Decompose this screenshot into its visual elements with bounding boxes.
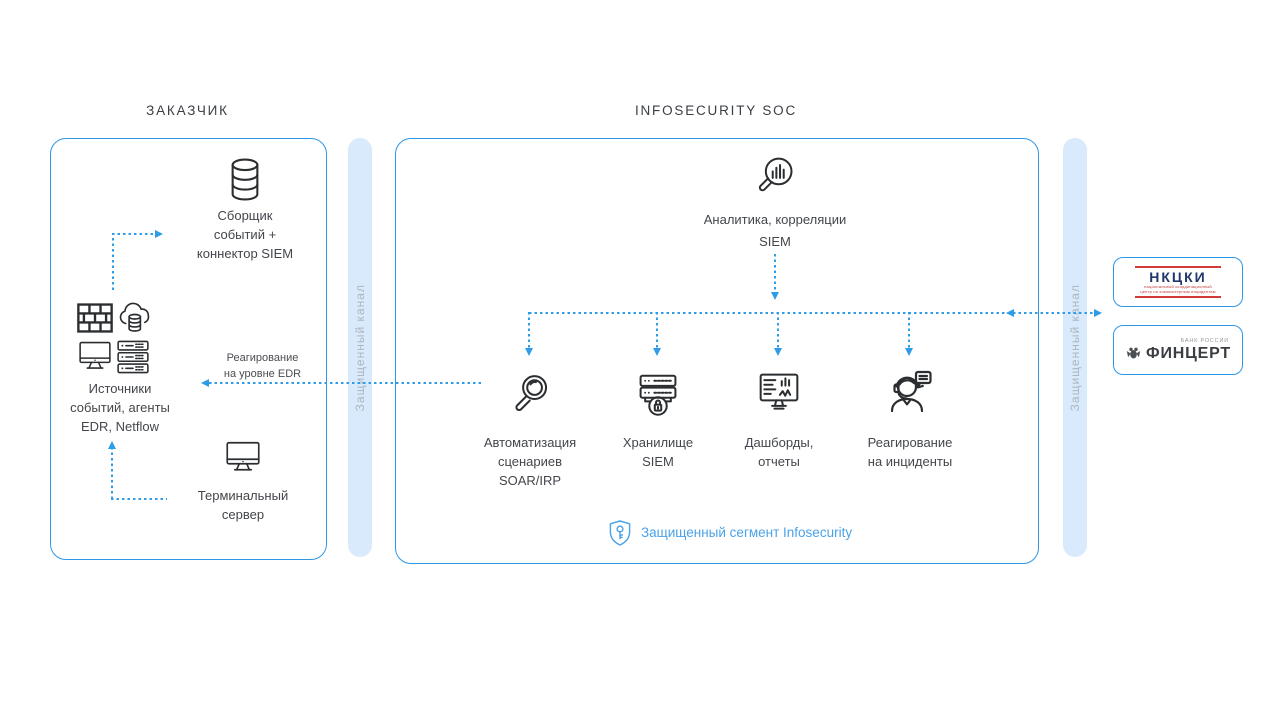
terminal-server-icon [225, 440, 261, 474]
customer-zone-title: ЗАКАЗЧИК [146, 103, 229, 118]
dashboard-monitor-icon [757, 372, 801, 414]
arrow-branch-response [908, 312, 910, 350]
analytics-label: Аналитика, корреляции SIEM [703, 212, 847, 249]
arrow-sources-to-collector-vertical [112, 238, 114, 292]
arrowhead-left [201, 378, 209, 387]
arrow-branch-storage [656, 312, 658, 350]
arrow-edr-response [209, 382, 482, 384]
support-operator-icon [886, 369, 934, 417]
analytics-magnifier-chart-icon [753, 153, 797, 199]
fincert-name: ФИНЦЕРТ [1146, 344, 1231, 362]
arrowhead-down [773, 348, 782, 356]
fincert-org-label: БАНК РОССИИ [1180, 337, 1229, 344]
soc-zone-title: INFOSECURITY SOC [634, 103, 798, 118]
cloud-database-icon [116, 300, 152, 338]
server-rack-icon [116, 340, 150, 374]
collector-label: Сборщик событий + коннектор SIEM [196, 208, 294, 261]
arrow-sources-to-collector-horizontal [112, 233, 156, 235]
nkcki-name: НКЦКИ [1149, 269, 1207, 285]
arrow-analytics-down [774, 254, 776, 294]
storage-label: Хранилище SIEM [622, 435, 694, 469]
nkcki-box: НКЦКИ национальный координационный центр… [1113, 257, 1243, 307]
arrowhead-right [1094, 308, 1102, 317]
arrowhead-down [770, 292, 779, 300]
arrow-branch-dashboards [777, 312, 779, 350]
arrow-terminal-to-sources-horizontal [111, 498, 167, 500]
soc-box [395, 138, 1039, 564]
secure-server-icon [636, 372, 680, 418]
nkcki-logo: НКЦКИ национальный координационный центр… [1135, 266, 1221, 298]
arrowhead-right [155, 229, 163, 238]
edr-response-note: Реагирование на уровне EDR [223, 352, 302, 380]
arrowhead-down [904, 348, 913, 356]
fincert-logo: БАНК РОССИИ ФИНЦЕРТ [1125, 338, 1231, 363]
firewall-icon [76, 302, 114, 334]
nkcki-subtitle-line2: центр по компьютерным инцидентам [1140, 288, 1216, 294]
arrowhead-left [1006, 308, 1014, 317]
eagle-emblem-icon [1125, 346, 1142, 361]
fincert-box: БАНК РОССИИ ФИНЦЕРТ [1113, 325, 1243, 375]
arrowhead-down [524, 348, 533, 356]
incident-response-label: Реагирование на инциденты [867, 435, 953, 469]
arrow-bus-horizontal [529, 312, 1095, 314]
arrowhead-up [107, 441, 116, 449]
nkcki-subtitle-line1: национальный координационный [1144, 284, 1212, 289]
arrow-branch-soar [528, 312, 530, 350]
soar-label: Автоматизация сценариев SOAR/IRP [483, 435, 577, 488]
monitor-icon [78, 340, 112, 372]
sources-label: Источники событий, агенты EDR, Netflow [70, 381, 170, 434]
secure-channel-label: Защищенный канал [1068, 283, 1082, 412]
secure-channel-bar-left: Защищенный канал [348, 138, 372, 557]
dashboards-label: Дашборды, отчеты [744, 435, 814, 469]
customer-box [50, 138, 327, 560]
magnifier-icon [508, 371, 552, 417]
secure-channel-label: Защищенный канал [353, 283, 367, 412]
database-icon [226, 157, 264, 203]
secure-channel-bar-right: Защищенный канал [1063, 138, 1087, 557]
arrow-terminal-to-sources-vertical [111, 447, 113, 500]
secure-segment-note: Защищенный сегмент Infosecurity [641, 525, 853, 540]
terminal-server-label: Терминальный сервер [197, 488, 289, 522]
arrowhead-down [652, 348, 661, 356]
shield-key-icon [608, 519, 632, 547]
